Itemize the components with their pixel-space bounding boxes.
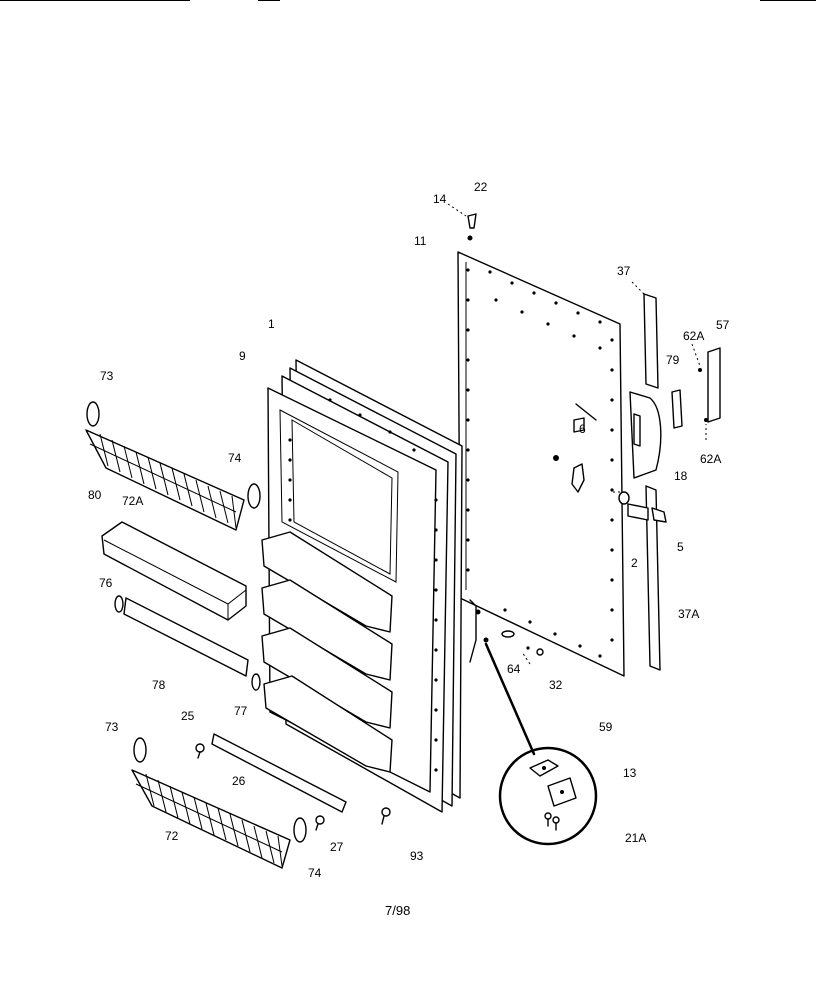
hinge-detail-callout bbox=[484, 642, 598, 846]
part-label-74-upper: 74 bbox=[228, 451, 242, 465]
part-label-59: 59 bbox=[599, 720, 613, 734]
part-label-57: 57 bbox=[716, 318, 730, 332]
part-label-14: 14 bbox=[433, 192, 447, 206]
date-code: 7/98 bbox=[385, 903, 411, 918]
part-label-76: 76 bbox=[99, 576, 113, 590]
part-label-32: 32 bbox=[549, 678, 563, 692]
top-rule-right bbox=[760, 0, 816, 1]
part-label-13: 13 bbox=[623, 766, 637, 780]
part-label-64: 64 bbox=[507, 662, 521, 676]
handle-parts bbox=[618, 293, 721, 671]
part-label-25: 25 bbox=[181, 709, 195, 723]
part-label-62A-upper: 62A bbox=[683, 329, 705, 343]
bin-rail bbox=[114, 595, 261, 691]
part-label-62A-lower: 62A bbox=[700, 452, 722, 466]
part-label-11: 11 bbox=[414, 234, 427, 248]
part-label-1: 1 bbox=[268, 317, 275, 331]
part-label-78: 78 bbox=[152, 678, 166, 692]
part-label-73-lower: 73 bbox=[105, 720, 119, 734]
door-bin bbox=[101, 521, 247, 621]
upper-wire-shelf bbox=[85, 401, 261, 531]
part-label-72: 72 bbox=[165, 829, 179, 843]
inner-door-liner bbox=[261, 387, 438, 793]
part-label-5: 5 bbox=[677, 540, 684, 554]
part-label-9: 9 bbox=[239, 349, 246, 363]
part-label-37A: 37A bbox=[678, 607, 700, 621]
part-label-73-upper: 73 bbox=[100, 369, 114, 383]
top-rule-left bbox=[0, 0, 190, 1]
part-label-77: 77 bbox=[234, 704, 248, 718]
part-label-21A: 21A bbox=[625, 831, 647, 845]
part-label-74-lower: 74 bbox=[308, 866, 322, 880]
outer-door-panel bbox=[457, 251, 625, 677]
part-label-79: 79 bbox=[666, 353, 680, 367]
part-label-27: 27 bbox=[330, 840, 344, 854]
lower-rail bbox=[195, 733, 391, 831]
part-label-6: 6 bbox=[579, 422, 586, 436]
part-label-72A: 72A bbox=[122, 494, 144, 508]
part-label-18: 18 bbox=[674, 469, 688, 483]
part-label-37: 37 bbox=[617, 264, 631, 278]
top-rule-mid bbox=[258, 0, 280, 1]
part-label-2: 2 bbox=[631, 556, 638, 570]
part-label-93: 93 bbox=[410, 849, 424, 863]
part-label-22: 22 bbox=[474, 180, 488, 194]
part-label-80: 80 bbox=[88, 488, 102, 502]
lower-wire-shelf bbox=[131, 737, 307, 869]
part-label-26: 26 bbox=[232, 774, 246, 788]
top-hinge-pin bbox=[467, 213, 477, 241]
